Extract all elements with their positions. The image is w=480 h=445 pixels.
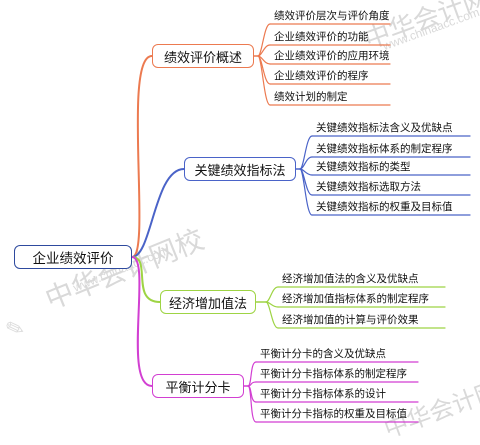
leaf-item-2-1[interactable]: 经济增加值指标体系的制定程序 bbox=[282, 293, 429, 305]
leaf-connector-0-1 bbox=[257, 44, 271, 57]
leaf-item-1-3[interactable]: 关键绩效指标选取方法 bbox=[316, 181, 421, 193]
leaf-item-0-4[interactable]: 绩效计划的制定 bbox=[274, 91, 348, 103]
branch-connector-3 bbox=[131, 256, 153, 387]
leaf-connector-0-4 bbox=[257, 55, 271, 106]
leaf-item-2-0[interactable]: 经济增加值法的含义及优缺点 bbox=[282, 273, 419, 285]
root-node[interactable]: 企业绩效评价 bbox=[14, 245, 132, 269]
leaf-item-1-0[interactable]: 关键绩效指标法含义及优缺点 bbox=[316, 122, 453, 134]
leaf-item-1-2[interactable]: 关键绩效指标的类型 bbox=[316, 161, 411, 173]
leaf-item-0-1[interactable]: 企业绩效评价的功能 bbox=[274, 31, 369, 43]
branch-node-1[interactable]: 关键绩效指标法 bbox=[184, 157, 296, 181]
leaf-connector-2-2 bbox=[265, 301, 279, 329]
leaf-connector-1-0 bbox=[299, 135, 313, 170]
leaf-connector-2-0 bbox=[265, 286, 279, 303]
branch-node-0[interactable]: 绩效评价概述 bbox=[152, 44, 254, 68]
leaf-item-0-2[interactable]: 企业绩效评价的应用环境 bbox=[274, 50, 390, 62]
leaf-item-2-2[interactable]: 经济增加值的计算与评价效果 bbox=[282, 314, 419, 326]
branch-connector-1 bbox=[131, 168, 185, 258]
leaf-connector-1-1 bbox=[299, 156, 313, 170]
mind-map-connectors bbox=[131, 23, 471, 423]
leaf-item-3-1[interactable]: 平衡计分卡指标体系的制定程序 bbox=[260, 368, 407, 380]
branch-connector-0 bbox=[131, 55, 153, 258]
leaf-item-0-3[interactable]: 企业绩效评价的程序 bbox=[274, 70, 369, 82]
mind-map: 企业绩效评价 绩效评价概述 绩效评价层次与评价角度企业绩效评价的功能企业绩效评价的应… bbox=[14, 10, 471, 423]
leaf-connector-3-3 bbox=[247, 385, 257, 423]
leaf-item-1-1[interactable]: 关键绩效指标体系的制定程序 bbox=[316, 143, 453, 155]
leaf-item-0-0[interactable]: 绩效评价层次与评价角度 bbox=[274, 10, 390, 22]
leaf-item-3-3[interactable]: 平衡计分卡指标的权重及目标值 bbox=[260, 408, 407, 420]
leaf-item-1-4[interactable]: 关键绩效指标的权重及目标值 bbox=[316, 201, 453, 213]
branch-node-2[interactable]: 经济增加值法 bbox=[160, 290, 256, 314]
leaf-connector-1-4 bbox=[299, 168, 313, 216]
branch-node-3[interactable]: 平衡计分卡 bbox=[152, 374, 244, 398]
leaf-item-3-2[interactable]: 平衡计分卡指标体系的设计 bbox=[260, 388, 386, 400]
branch-connector-2 bbox=[131, 256, 161, 303]
leaf-connector-0-0 bbox=[257, 23, 271, 57]
leaf-item-3-0[interactable]: 平衡计分卡的含义及优缺点 bbox=[260, 348, 386, 360]
